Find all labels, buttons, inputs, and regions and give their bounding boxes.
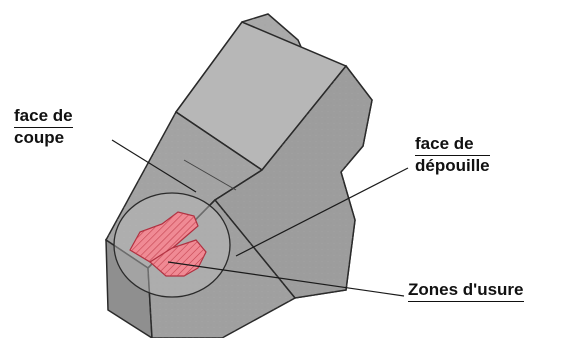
cutting-face-label-line1: face de — [14, 106, 73, 128]
flank-face-label-line1: face de — [415, 134, 490, 156]
wear-zones-label-text: Zones d'usure — [408, 280, 524, 302]
cutting-face-label-line2: coupe — [14, 128, 73, 148]
cutting-face-label: face de coupe — [14, 106, 73, 148]
flank-face-label: face de dépouille — [415, 134, 490, 176]
wear-zones-label: Zones d'usure — [408, 280, 524, 302]
flank-face-label-line2: dépouille — [415, 156, 490, 176]
